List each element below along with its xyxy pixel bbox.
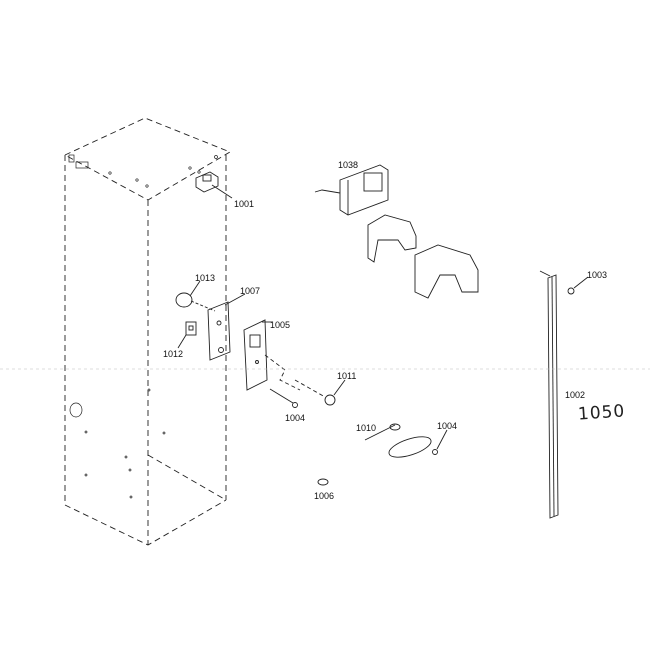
- label-1001: 1001: [234, 199, 255, 209]
- part-1001-switch: [195, 171, 233, 199]
- part-foam-lower: [414, 244, 479, 299]
- part-1012-bracket: [177, 321, 197, 349]
- label-1004-b: 1004: [437, 421, 458, 431]
- handwritten-note: 1050: [577, 401, 626, 425]
- part-1038-module: [314, 164, 389, 216]
- part-1007-plate: [207, 293, 246, 361]
- part-1004-screw-b: [432, 429, 448, 455]
- part-1004-screw-a: [269, 388, 298, 408]
- cabinet-housing: [63, 117, 232, 546]
- part-1005-latch: [243, 319, 301, 391]
- part-foam-upper: [367, 214, 417, 263]
- cabinet-details: [68, 154, 218, 499]
- label-1013: 1013: [195, 273, 216, 283]
- label-1012: 1012: [163, 349, 184, 359]
- part-1002-rail: [539, 270, 559, 519]
- label-1006: 1006: [314, 491, 335, 501]
- label-1038: 1038: [338, 160, 359, 170]
- label-1007: 1007: [240, 286, 261, 296]
- label-1003: 1003: [587, 270, 608, 280]
- label-1011: 1011: [337, 371, 357, 381]
- label-1010: 1010: [356, 423, 377, 433]
- part-1011-knob: [294, 379, 346, 406]
- part-cover: [388, 436, 432, 458]
- part-1003-screw: [567, 276, 589, 295]
- part-1010-sensor: [364, 423, 401, 441]
- label-1002: 1002: [565, 390, 586, 400]
- part-1013-knob: [175, 280, 216, 312]
- part-1006-washer: [317, 478, 329, 486]
- label-1004-a: 1004: [285, 413, 306, 423]
- label-1005: 1005: [270, 320, 291, 330]
